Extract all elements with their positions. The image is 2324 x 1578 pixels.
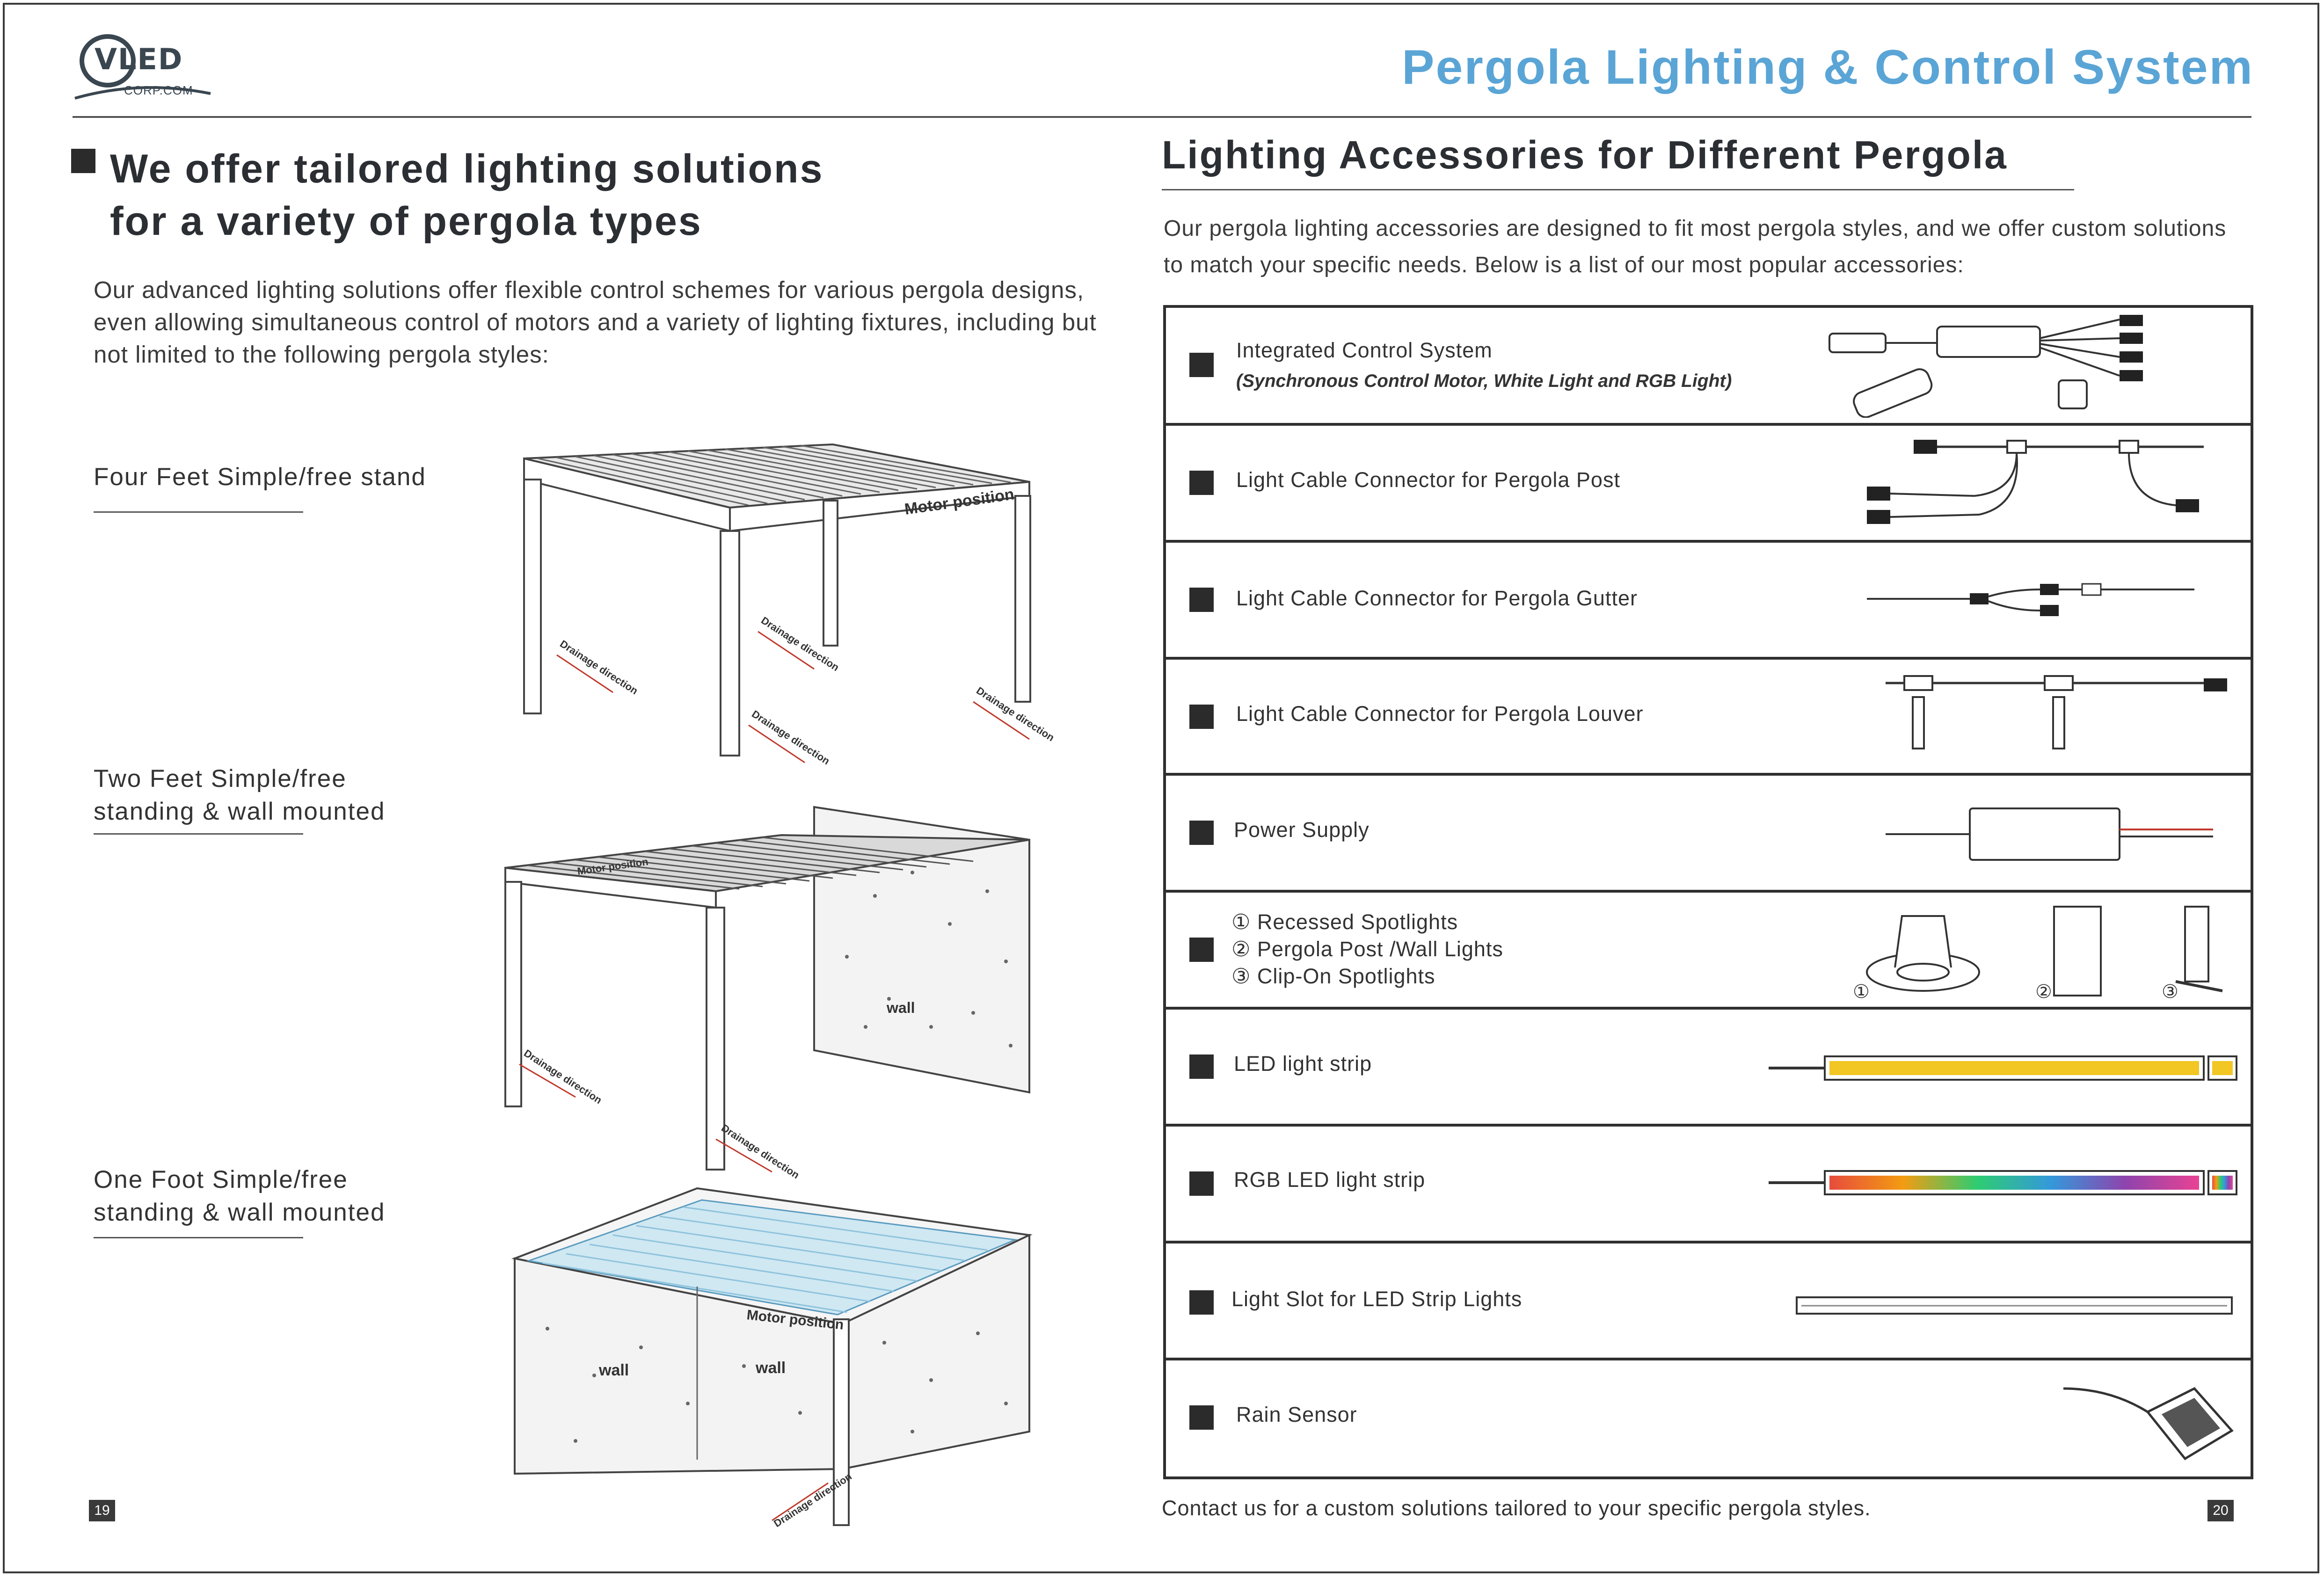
row-bullet (1189, 1405, 1214, 1430)
accessory-label: Light Cable Connector for Pergola Post (1236, 468, 1620, 492)
row-bullet (1189, 353, 1214, 377)
drainage-arrow (556, 654, 613, 693)
control-system-icon (1829, 315, 2143, 418)
accessory-label: LED light strip (1234, 1052, 1372, 1076)
right-heading: Lighting Accessories for Different Pergo… (1162, 133, 2008, 177)
accessory-row: LED light strip (1166, 1010, 2251, 1127)
accessory-row: Power Supply (1166, 776, 2251, 893)
spotlights-icon: ① ② ③ (1853, 906, 2223, 1003)
pergola-type-two-feet: Two Feet Simple/free standing & wall mou… (94, 763, 385, 828)
page-number-right: 20 (2207, 1500, 2234, 1521)
accessory-row: ① Recessed Spotlights ② Pergola Post /Wa… (1166, 893, 2251, 1010)
pergola-type-label: Four Feet Simple/free stand (94, 463, 426, 491)
light-slot-icon (1796, 1296, 2233, 1315)
louvers-icon (538, 444, 1011, 506)
accessory-row: RGB LED light strip (1166, 1127, 2251, 1243)
page-number-left: 19 (89, 1500, 115, 1521)
wall-label: wall (886, 999, 915, 1016)
right-heading-underline (1162, 189, 2074, 190)
row-bullet (1189, 1054, 1214, 1079)
accessories-table: Integrated Control System (Synchronous C… (1163, 305, 2253, 1479)
spotlight-line3: ③ Clip-On Spotlights (1231, 964, 1435, 988)
heading-bullet (71, 149, 95, 173)
left-heading-line1: We offer tailored lighting solutions (110, 146, 824, 191)
row-bullet (1189, 938, 1214, 962)
accessory-label: Rain Sensor (1236, 1403, 1357, 1426)
accessory-row: Light Cable Connector for Pergola Post (1166, 426, 2251, 543)
accessory-label: Light Slot for LED Strip Lights (1231, 1287, 1523, 1311)
right-intro: Our pergola lighting accessories are des… (1164, 216, 2227, 277)
logo-text: VLED (95, 42, 183, 76)
spotlight-line1: ① Recessed Spotlights (1231, 910, 1458, 934)
footer-contact-text: Contact us for a custom solutions tailor… (1162, 1496, 1871, 1520)
type-underline (94, 1237, 303, 1238)
pergola-type-label-2: standing & wall mounted (94, 798, 386, 825)
accessory-label: RGB LED light strip (1234, 1168, 1426, 1192)
marker-1: ① (1853, 981, 1870, 1003)
drainage-label: Drainage direction (719, 1122, 801, 1181)
accessory-row: Integrated Control System (Synchronous C… (1166, 308, 2251, 426)
one-post-pergola-illustration: Motor position wall wall Drainage direct… (511, 1187, 1033, 1529)
accessory-sublabel: (Synchronous Control Motor, White Light … (1236, 371, 1732, 391)
accessory-row: Light Cable Connector for Pergola Louver (1166, 660, 2251, 776)
post-connector-icon (1867, 440, 2204, 524)
row-bullet (1189, 471, 1214, 495)
louvers-icon (528, 836, 974, 890)
accessory-label: Light Cable Connector for Pergola Gutter (1236, 586, 1638, 610)
left-heading: We offer tailored lighting solutions for… (110, 143, 823, 247)
drainage-label: Drainage direction (558, 638, 640, 697)
drainage-arrow (748, 724, 805, 764)
pergola-type-one-foot: One Foot Simple/free standing & wall mou… (94, 1164, 385, 1229)
drainage-arrow (973, 701, 1030, 740)
led-strip-icon (1769, 1055, 2237, 1081)
accessory-row: Light Slot for LED Strip Lights (1166, 1243, 2251, 1360)
pergola-type-label: Two Feet Simple/free (94, 765, 347, 793)
wall-texture (546, 1327, 1008, 1443)
power-supply-icon (1886, 807, 2213, 861)
row-bullet (1189, 705, 1214, 729)
four-post-pergola-illustration: Motor position Drainage direction Draina… (523, 443, 1056, 767)
page-title: Pergola Lighting & Control System (1402, 40, 2254, 95)
pergola-type-label: One Foot Simple/free (94, 1166, 348, 1193)
type-underline (94, 511, 303, 513)
drainage-arrow (519, 1063, 576, 1098)
louvers-icon (542, 1206, 988, 1313)
left-intro: Our advanced lighting solutions offer fl… (94, 276, 1097, 368)
row-bullet (1189, 821, 1214, 845)
row-bullet (1189, 1171, 1214, 1196)
logo-subtext: CORP.COM (124, 83, 193, 97)
drainage-label: Drainage direction (522, 1047, 604, 1106)
drainage-label: Drainage direction (750, 708, 832, 767)
pergola-type-label-2: standing & wall mounted (94, 1199, 386, 1226)
marker-3: ③ (2162, 981, 2178, 1003)
page-frame (3, 3, 2319, 1573)
louver-connector-icon (1886, 675, 2227, 749)
left-heading-line2: for a variety of pergola types (110, 199, 702, 244)
type-underline (94, 833, 303, 835)
gutter-connector-icon (1867, 583, 2194, 616)
drainage-arrow (772, 1482, 829, 1521)
header-divider (73, 116, 2251, 118)
vled-logo: VLED CORP.COM (70, 28, 220, 103)
wall-label: wall (598, 1361, 629, 1379)
row-bullet (1189, 1290, 1214, 1315)
two-post-pergola-illustration: Motor position wall Drainage direction D… (504, 806, 1030, 1181)
spotlight-line2: ② Pergola Post /Wall Lights (1231, 937, 1503, 961)
wall-label: wall (755, 1359, 786, 1377)
marker-2: ② (2035, 981, 2052, 1003)
row-bullet (1189, 588, 1214, 612)
accessory-label: Light Cable Connector for Pergola Louver (1236, 702, 1644, 726)
drainage-arrow (715, 1138, 772, 1173)
pergola-type-four-feet: Four Feet Simple/free stand (94, 461, 426, 494)
accessory-label: Integrated Control System (1236, 338, 1493, 362)
accessory-label: Power Supply (1234, 818, 1370, 842)
logo-swoosh-icon (74, 34, 211, 100)
drainage-arrow (758, 631, 815, 670)
accessory-row: Rain Sensor (1166, 1360, 2251, 1476)
accessory-row: Light Cable Connector for Pergola Gutter (1166, 543, 2251, 660)
rain-sensor-icon (2063, 1387, 2234, 1461)
rgb-strip-icon (1769, 1170, 2237, 1195)
